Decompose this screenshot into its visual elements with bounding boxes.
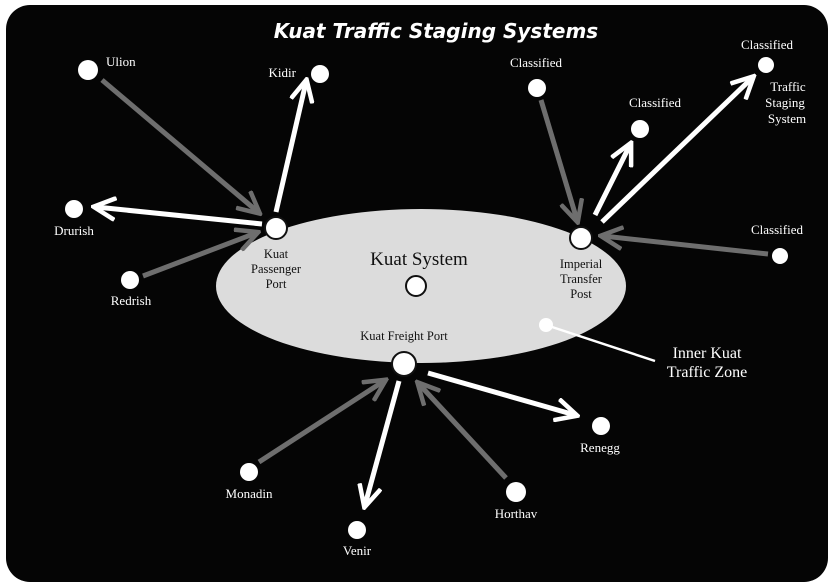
label-monadin: Monadin <box>226 486 273 501</box>
label-traffic-staging-line3: System <box>768 111 806 126</box>
label-imperial-line3: Post <box>570 287 592 301</box>
node-monadin <box>240 463 258 481</box>
label-redrish: Redrish <box>111 293 152 308</box>
arrow-passenger-to-kidir <box>273 82 306 213</box>
label-renegg: Renegg <box>580 440 620 455</box>
label-imperial-line1: Imperial <box>560 257 603 271</box>
arrow-freight-to-venir <box>365 380 402 505</box>
zone-pointer-line <box>545 323 656 363</box>
node-kuat-freight-port <box>391 351 417 377</box>
node-classified-right <box>772 248 788 264</box>
label-zone-line1: Inner Kuat <box>673 345 742 362</box>
label-drurish: Drurish <box>54 223 94 238</box>
node-imperial-transfer-post <box>569 226 593 250</box>
diagram-title: Kuat Traffic Staging Systems <box>274 19 599 43</box>
label-kuat-system: Kuat System <box>370 249 468 270</box>
arrow-imperial-to-classified-mid <box>592 145 630 217</box>
label-classified-top-right: Classified <box>741 37 793 52</box>
label-traffic-staging-line1: Traffic <box>770 79 806 94</box>
label-zone-line2: Traffic Zone <box>667 364 747 381</box>
label-freight-port: Kuat Freight Port <box>360 329 448 343</box>
node-horthav <box>506 482 526 502</box>
label-passenger-line1: Kuat <box>264 247 289 261</box>
arrow-imperial-to-traffic-staging <box>600 78 752 224</box>
arrow-classified-right-to-imperial <box>603 236 769 257</box>
zone-pointer-dot <box>539 318 553 332</box>
label-imperial-line2: Transfer <box>560 272 603 286</box>
arrow-redrish-to-passenger <box>142 233 256 279</box>
node-drurish <box>65 200 83 218</box>
node-renegg <box>592 417 610 435</box>
label-passenger-line3: Port <box>266 277 287 291</box>
node-kidir <box>311 65 329 83</box>
node-classified-top-right <box>758 57 774 73</box>
label-classified-top-left: Classified <box>510 55 562 70</box>
arrow-passenger-to-drurish <box>96 207 263 227</box>
arrow-ulion-to-passenger <box>100 78 258 212</box>
arrow-monadin-to-freight <box>257 381 384 465</box>
label-horthav: Horthav <box>495 506 538 521</box>
label-traffic-staging-line2: Staging <box>765 95 805 110</box>
arrow-classified-to-imperial <box>538 99 577 220</box>
label-venir: Venir <box>343 543 372 558</box>
node-kuat-system <box>405 275 427 297</box>
label-passenger-line2: Passenger <box>251 262 302 276</box>
node-classified-mid <box>631 120 649 138</box>
label-kidir: Kidir <box>269 65 297 80</box>
node-venir <box>348 521 366 539</box>
arrow-horthav-to-freight <box>419 384 508 480</box>
node-classified-top-left <box>528 79 546 97</box>
node-kuat-passenger-port <box>264 216 288 240</box>
node-redrish <box>121 271 139 289</box>
label-classified-mid: Classified <box>629 95 681 110</box>
arrow-freight-to-renegg <box>427 370 575 415</box>
label-classified-right: Classified <box>751 222 803 237</box>
label-ulion: Ulion <box>106 54 136 69</box>
node-ulion <box>78 60 98 80</box>
